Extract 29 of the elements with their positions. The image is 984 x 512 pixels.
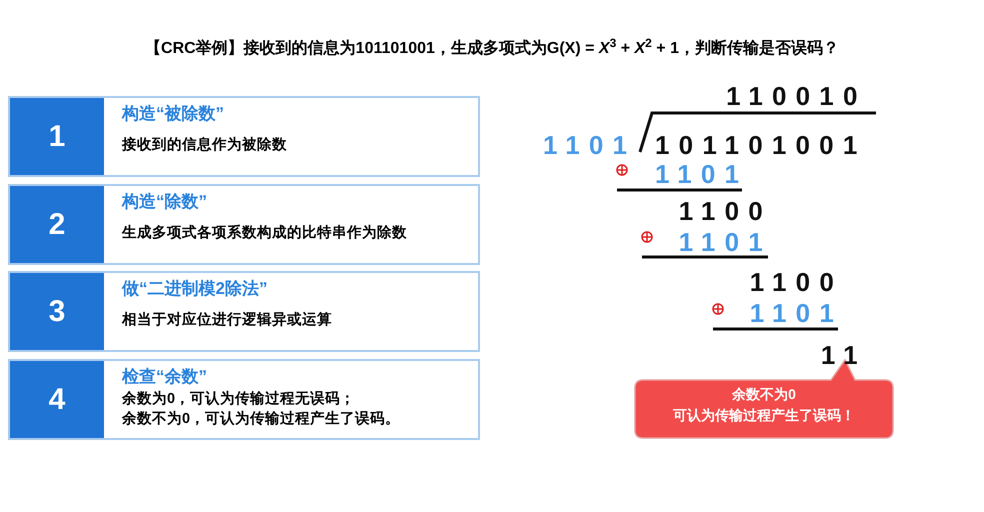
binary-number: 1101 <box>750 298 844 328</box>
step-description: 余数为0，可认为传输过程无误码； <box>122 390 356 409</box>
step-description: 余数不为0，可认为传输过程产生了误码。 <box>122 410 402 429</box>
callout-text: 可认为传输过程产生了误码！ <box>673 406 855 425</box>
step-heading: 构造“被除数” <box>122 103 225 125</box>
binary-number: 1100 <box>750 267 844 297</box>
title: 【CRC举例】接收到的信息为101101001，生成多项式为G(X) = X$^{3}$ + X$^{2}$ + 1，判断传输是否误码？ <box>144 37 840 59</box>
binary-number: 11 <box>820 340 867 370</box>
step-card <box>8 359 480 440</box>
step-number: 4 <box>10 361 104 438</box>
step-description: 生成多项式各项系数构成的比特串作为除数 <box>122 224 408 243</box>
step-heading: 检查“余数” <box>122 366 208 388</box>
binary-number: 1101 <box>543 130 636 160</box>
binary-number: 110010 <box>726 81 867 111</box>
binary-number: 1101 <box>655 159 748 189</box>
step-heading: 构造“除数” <box>122 191 208 213</box>
step-number: 3 <box>10 273 104 350</box>
step-heading: 做“二进制模2除法” <box>122 278 268 300</box>
step-card <box>8 271 480 352</box>
step-number: 1 <box>10 98 104 175</box>
step-card <box>8 184 480 265</box>
step-number: 2 <box>10 186 104 263</box>
step-card <box>8 96 480 177</box>
step-description: 相当于对应位进行逻辑异或运算 <box>122 310 333 330</box>
binary-number: 1101 <box>678 227 772 257</box>
callout-text: 余数不为0 <box>732 385 796 404</box>
step-description: 接收到的信息作为被除数 <box>122 136 288 155</box>
binary-number: 1100 <box>678 196 772 226</box>
binary-number: 101101001 <box>655 130 867 160</box>
